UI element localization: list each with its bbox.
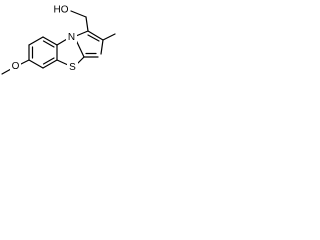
bond-n-imid-c-methyl — [100, 39, 104, 55]
bond-c-methyl-c-ch2oh-double — [87, 34, 100, 42]
atom-labels: HO N S O — [10, 4, 78, 73]
bond-ch2-oh — [70, 10, 87, 18]
bond-o-c6 — [20, 59, 30, 65]
chemical-structure-diagram: HO N S O — [1, 4, 116, 75]
bond-c3a-n — [56, 38, 68, 46]
n-label-backdrop — [66, 32, 77, 43]
oxygen-label: O — [12, 61, 20, 72]
hydroxyl-label: HO — [54, 5, 69, 16]
bond-c-methyl-ch3 — [102, 33, 116, 41]
bonds — [1, 10, 116, 75]
bond-c7a-c7 — [42, 59, 58, 69]
bond-c7a-s — [56, 59, 69, 66]
bond-c-ch2oh-ch2 — [85, 16, 89, 32]
sulfur-label: S — [69, 62, 76, 73]
oh-label-backdrop — [52, 4, 70, 16]
bond-c6-c7 — [28, 59, 44, 69]
bond-s-c2 — [76, 56, 85, 65]
o-label-backdrop — [10, 61, 21, 72]
bond-c5-c4 — [28, 36, 44, 46]
bond-c4-c3a-double — [42, 40, 55, 48]
bond-c-ch2oh-n — [75, 30, 89, 37]
bond-c-methyl-c-ch2oh — [87, 30, 104, 41]
bond-methoxy-ch3-o — [1, 68, 12, 75]
bond-c4-c3a — [42, 36, 58, 46]
bond-c2-n — [75, 39, 85, 58]
nitrogen-label: N — [68, 32, 75, 43]
s-label-backdrop — [67, 62, 78, 73]
bond-c7a-c7-double — [42, 57, 55, 65]
